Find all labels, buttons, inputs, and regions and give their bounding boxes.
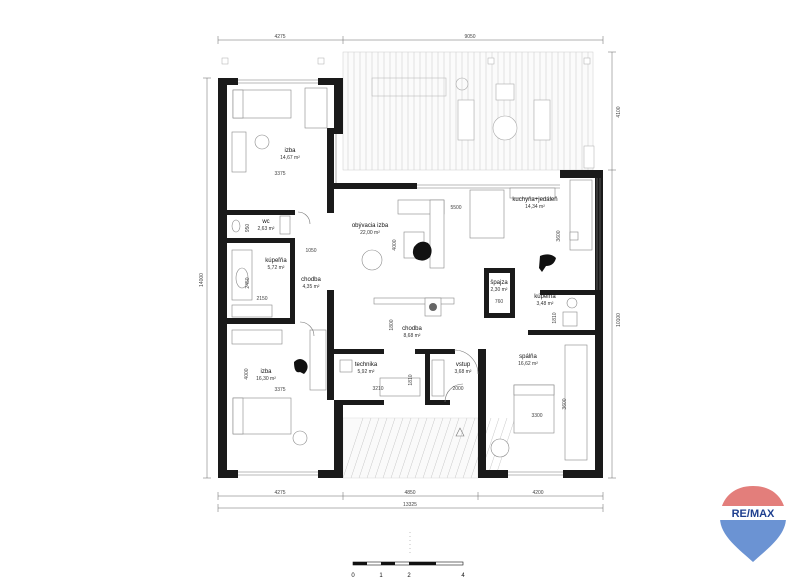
dim-kup-r-h: 1810 (552, 312, 558, 323)
room-kupelna-right-area: 3,48 m² (537, 301, 554, 307)
dim-kupelna-w: 2150 (256, 296, 267, 302)
paving-line (414, 417, 436, 479)
room-izba-bottom-name: izba (260, 369, 272, 375)
room-spajza-name: špajza (490, 280, 508, 286)
dim-top-right: 9050 (464, 34, 475, 40)
room-spalna-name: spálňa (519, 354, 537, 360)
walls (218, 78, 603, 478)
room-vstup-area: 3,68 m² (455, 369, 472, 375)
paving-line (390, 417, 412, 479)
scale-label-1: 1 (379, 573, 383, 579)
dim-wc-h: 950 (245, 224, 251, 233)
dim-right-bottom: 10100 (616, 313, 622, 327)
dim-bottom-right: 4200 (532, 490, 543, 496)
dim-kuch-h: 3600 (556, 230, 562, 241)
scale-label-4: 4 (461, 573, 465, 579)
paving-line (406, 417, 428, 479)
room-technika-area: 5,92 m² (358, 369, 375, 375)
dim-corr-w: 1050 (305, 248, 316, 254)
paving-line (382, 417, 404, 479)
furniture (231, 87, 593, 461)
dim-chodba-h: 1800 (389, 319, 395, 330)
room-technika-name: technika (355, 362, 378, 368)
paving-line (374, 417, 396, 479)
paving-line (422, 417, 444, 479)
room-obyvacia-name: obývacia izba (352, 223, 389, 229)
dim-izba-bottom-h: 4000 (244, 368, 250, 379)
scale-label-2: 2 (407, 573, 411, 579)
paving-line (454, 417, 476, 479)
paving-line (398, 417, 420, 479)
dim-bottom-left: 4275 (274, 490, 285, 496)
paving-line (446, 417, 468, 479)
room-kupelna-left-name: kúpeľňa (265, 258, 287, 264)
dim-spalna-h: 3600 (562, 398, 568, 409)
dim-izba-top-w: 3375 (274, 171, 285, 177)
room-vstup-name: vstup (456, 362, 471, 368)
room-kupelna-right-name: kúpeľňa (534, 294, 556, 300)
paving-line (366, 417, 388, 479)
dim-spalna-w: 3300 (531, 413, 542, 419)
room-obyvacia-area: 22,00 m² (360, 230, 380, 236)
paving-line (438, 417, 460, 479)
dim-top-left: 4275 (274, 34, 285, 40)
remax-logo: RE/MAX (718, 484, 788, 564)
room-kupelna-left-area: 5,72 m² (268, 265, 285, 271)
dim-obyv-w: 5500 (450, 205, 461, 211)
logo-text: RE/MAX (732, 508, 775, 520)
room-izba-bottom-area: 16,30 m² (256, 376, 276, 382)
room-wc-area: 2,63 m² (258, 226, 275, 232)
paving-line (350, 417, 372, 479)
room-labels: izba 14,67 m² wc 2,63 m² kúpeľňa 5,72 m²… (256, 148, 557, 382)
paving-line (430, 417, 452, 479)
paving-line (358, 417, 380, 479)
dim-left-total: 14000 (199, 273, 205, 287)
dim-izba-bottom-w: 3375 (274, 387, 285, 393)
room-kuchyna-area: 14,34 m² (525, 204, 545, 210)
pet-silhouettes (294, 241, 556, 374)
scale-label-0: 0 (351, 573, 355, 579)
dimension-lines (203, 36, 616, 512)
terrace-deck (221, 51, 595, 171)
dim-tech-h: 1810 (408, 374, 414, 385)
dim-right-top: 4100 (616, 106, 622, 117)
paving-line (342, 417, 364, 479)
dim-vstup-w: 2000 (452, 386, 463, 392)
room-izba-top-name: izba (284, 148, 296, 154)
dim-tech-w: 3210 (372, 386, 383, 392)
room-kuchyna-name: kuchyňa+jedáleň (512, 197, 557, 203)
dim-spajza-w: 760 (495, 299, 504, 305)
room-spajza-area: 2,30 m² (491, 287, 508, 293)
room-wc-name: wc (261, 219, 269, 225)
interior-dimensions: 3375 3375 4000 950 2450 2150 1050 5500 4… (244, 171, 568, 419)
dim-bottom-total: 13325 (403, 502, 417, 508)
room-chodba-left-area: 4,35 m² (303, 284, 320, 290)
room-spalna-area: 16,62 m² (518, 361, 538, 367)
dim-kupelna-h: 2450 (245, 277, 251, 288)
room-izba-top-area: 14,67 m² (280, 155, 300, 161)
room-chodba-left-name: chodba (301, 277, 321, 283)
room-chodba-center-area: 8,68 m² (404, 333, 421, 339)
dim-bottom-mid: 4850 (404, 490, 415, 496)
dim-obyv-h: 4000 (392, 239, 398, 250)
entrance-paving (342, 417, 516, 479)
room-chodba-center-name: chodba (402, 326, 422, 332)
scale-bar: 0 1 2 4 (351, 532, 465, 579)
